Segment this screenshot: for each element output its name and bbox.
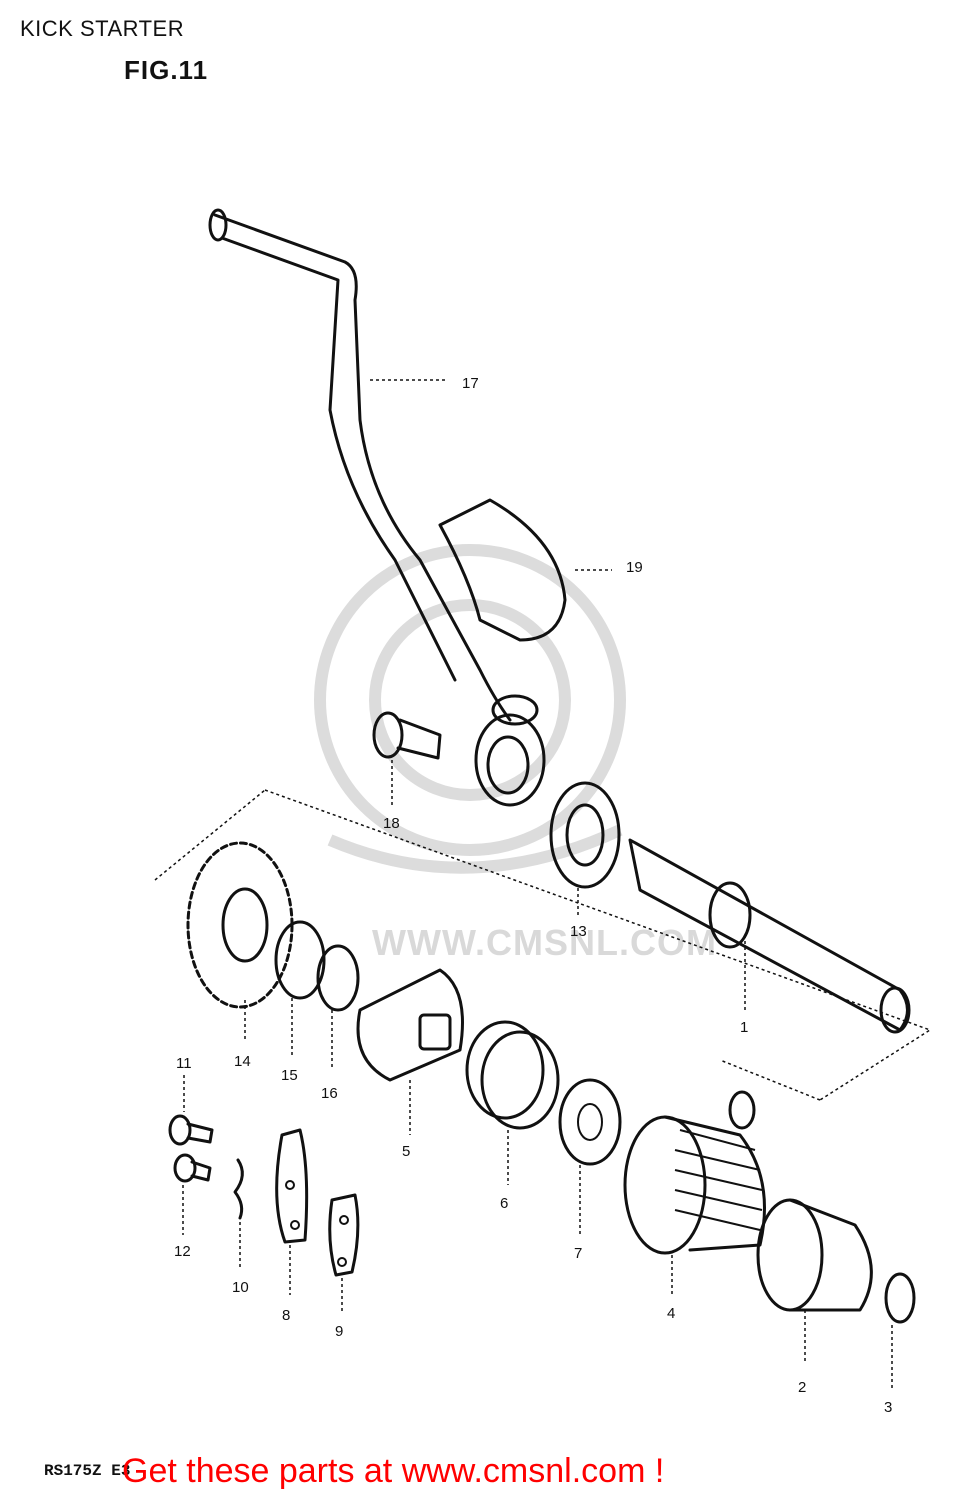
callout-8[interactable]: 8 [282,1307,290,1324]
callout-16[interactable]: 16 [321,1085,338,1102]
callout-13[interactable]: 13 [570,923,587,940]
figure-label: FIG.11 [124,55,209,85]
kick-ratchet-part-5[interactable] [356,968,464,1082]
callout-17[interactable]: 17 [462,375,479,392]
bolt-part-18[interactable] [372,711,442,760]
circlip-part-3[interactable] [884,1272,916,1324]
kick-shaft-part-1[interactable] [628,838,911,1034]
callout-14[interactable]: 14 [234,1053,251,1070]
model-code: RS175Z E3 [44,1462,131,1480]
washer-part-15[interactable] [274,920,326,1000]
callout-7[interactable]: 7 [574,1245,582,1262]
diagram-title: KICK STARTER [20,16,185,41]
watermark-url: WWW.CMSNL.COM [372,922,717,963]
callout-6[interactable]: 6 [500,1195,508,1212]
pin-part-10[interactable] [233,1158,244,1220]
return-spring-part-4[interactable] [623,1090,766,1255]
buy-parts-link[interactable]: Get these parts at www.cmsnl.com ! [122,1452,665,1490]
callout-12[interactable]: 12 [174,1243,191,1260]
plate-part-9[interactable] [328,1193,360,1277]
callout-19[interactable]: 19 [626,559,643,576]
callout-18[interactable]: 18 [383,815,400,832]
callout-4[interactable]: 4 [667,1305,675,1322]
oil-seal-part-13[interactable] [549,781,621,889]
callout-11[interactable]: 11 [176,1055,192,1072]
screw-part-11[interactable] [168,1114,214,1146]
plate-part-8[interactable] [275,1128,309,1244]
callout-9[interactable]: 9 [335,1323,343,1340]
circlip-part-16[interactable] [316,944,360,1012]
lever-rubber-part-19[interactable] [438,498,567,642]
callout-3[interactable]: 3 [884,1399,892,1416]
screw-part-12[interactable] [173,1153,212,1183]
ratchet-spring-part-6[interactable] [465,1020,560,1130]
callout-2[interactable]: 2 [798,1379,806,1396]
kick-gear-part-14[interactable] [186,841,294,1009]
callout-1[interactable]: 1 [740,1019,748,1036]
callout-15[interactable]: 15 [281,1067,298,1084]
kick-lever-part-17[interactable] [208,208,546,807]
callout-10[interactable]: 10 [232,1279,249,1296]
spring-guide-part-2[interactable] [756,1198,873,1312]
washer-part-7[interactable] [558,1078,622,1166]
callout-5[interactable]: 5 [402,1143,410,1160]
